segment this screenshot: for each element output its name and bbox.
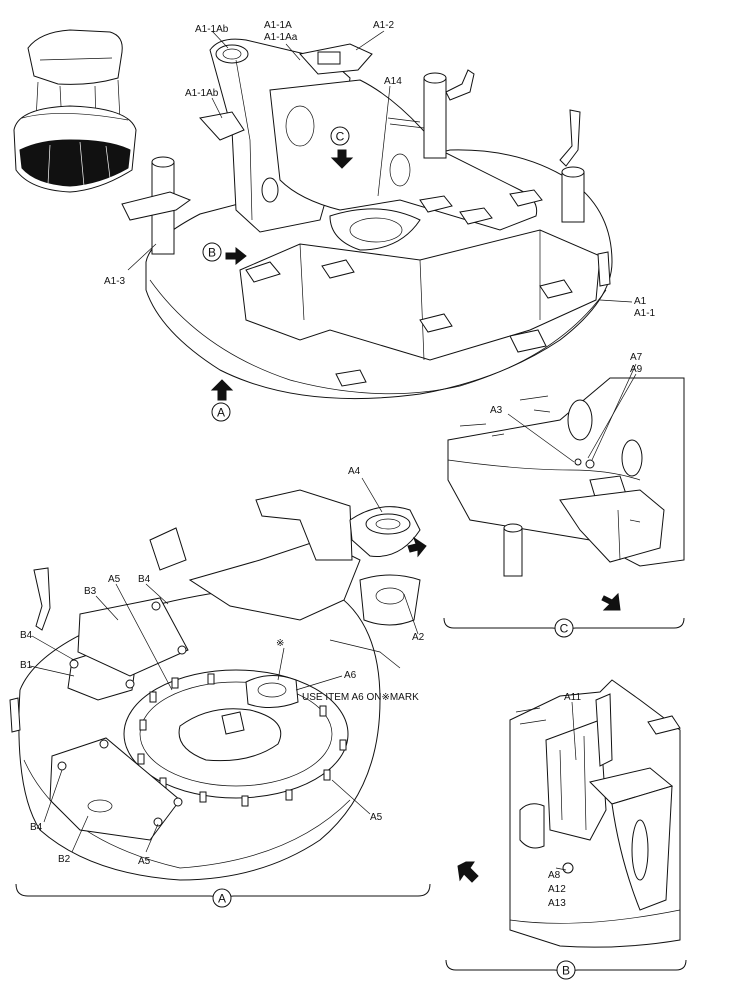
leader-lines-view-b [555, 701, 577, 871]
label-b3: B3 [84, 586, 97, 597]
label-a1-3: A1-3 [104, 276, 126, 287]
label-a6: A6 [344, 670, 357, 681]
leader-lines-top [127, 30, 633, 303]
view-a-arrow [407, 536, 427, 558]
view-marker-a-top: A [217, 406, 225, 420]
label-a12: A12 [548, 884, 566, 895]
label-a1-1aa: A1-1Aa [264, 32, 298, 43]
view-arrow-b-top: B [202, 242, 247, 266]
label-a11: A11 [564, 692, 581, 703]
label-a5-right: A5 [370, 812, 383, 823]
main-frame-drawing [121, 38, 613, 400]
view-marker-a-bottom: A [218, 892, 226, 906]
label-b2: B2 [58, 854, 71, 865]
view-marker-c-bottom: C [560, 622, 569, 636]
label-b4-left: B4 [20, 630, 33, 641]
label-a1: A1 [634, 296, 647, 307]
view-c-drawing [447, 377, 685, 577]
view-b-circle [556, 960, 576, 980]
view-c-circle [554, 618, 574, 638]
view-marker-b-top: B [208, 246, 216, 260]
label-a14: A14 [384, 76, 402, 87]
label-a2: A2 [412, 632, 425, 643]
label-a5-top: A5 [108, 574, 121, 585]
label-a1-1ab-left: A1-1Ab [185, 88, 219, 99]
view-b-drawing [509, 679, 681, 948]
label-a8: A8 [548, 870, 561, 881]
label-kome: ※ [276, 638, 284, 649]
label-a1-1a: A1-1A [264, 20, 292, 31]
label-a1-1: A1-1 [634, 308, 656, 319]
view-c-arrow [601, 592, 621, 611]
label-a1-1ab-top: A1-1Ab [195, 24, 229, 35]
label-b4-bottom: B4 [30, 822, 43, 833]
label-a7: A7 [630, 352, 643, 363]
label-a9: A9 [630, 364, 643, 375]
view-arrow-c-top: C [330, 126, 354, 169]
label-b4-top: B4 [138, 574, 151, 585]
label-b1: B1 [20, 660, 33, 671]
label-use-item-note: USE ITEM A6 ON※MARK [302, 692, 419, 703]
label-a13: A13 [548, 898, 566, 909]
label-a5-bottom: A5 [138, 856, 151, 867]
leader-lines-view-c [507, 363, 637, 463]
label-a3: A3 [490, 405, 503, 416]
leader-lines-view-a [29, 477, 419, 853]
label-a4: A4 [348, 466, 361, 477]
view-marker-b-bottom: B [562, 964, 570, 978]
view-a-circle [212, 888, 232, 908]
view-b-arrow [457, 861, 479, 883]
view-a-drawing [9, 489, 421, 881]
view-marker-c-top: C [336, 130, 345, 144]
view-arrow-a-top: A [210, 379, 234, 422]
machine-thumbnail [13, 29, 137, 193]
label-a1-2: A1-2 [373, 20, 395, 31]
